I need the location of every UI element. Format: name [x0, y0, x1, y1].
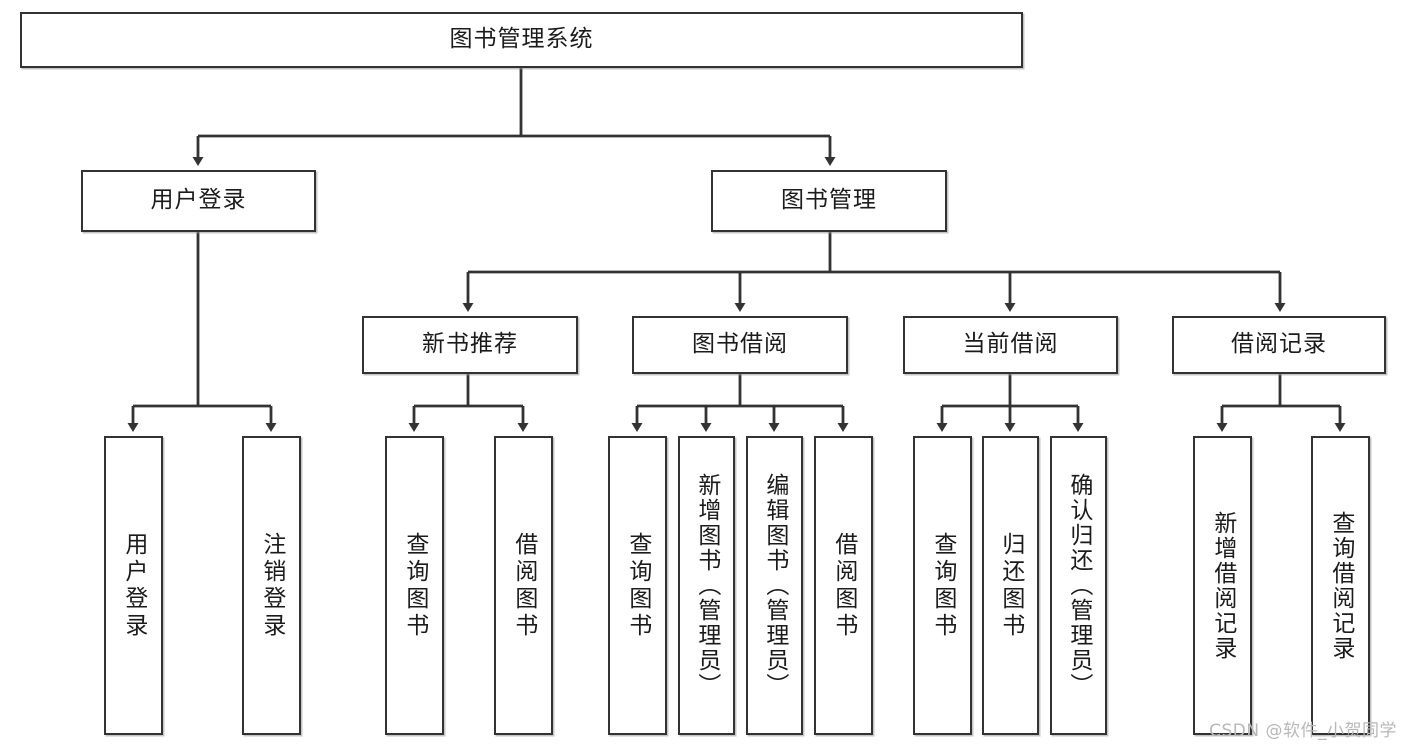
- node-label: 查询借阅记录: [1327, 510, 1354, 661]
- leaf-new-book-query[interactable]: 查询图书: [385, 436, 444, 735]
- node-user-login[interactable]: 用户登录: [81, 170, 316, 232]
- node-label: 图书管理系统: [449, 26, 594, 53]
- leaf-borrow-record-add[interactable]: 新增借阅记录: [1193, 436, 1252, 735]
- leaf-new-book-borrow[interactable]: 借阅图书: [494, 436, 553, 735]
- node-label: 查询图书: [624, 531, 651, 640]
- node-label: 用户登录: [120, 531, 147, 640]
- node-label: 查询图书: [929, 531, 956, 640]
- node-label: 查询图书: [401, 531, 428, 640]
- node-label: 借阅图书: [830, 531, 857, 640]
- node-label: 新增图书（管理员）: [693, 473, 720, 698]
- node-book-borrow[interactable]: 图书借阅: [632, 316, 848, 374]
- csdn-watermark: CSDN @软件_小贺同学: [1209, 721, 1397, 741]
- node-label: 归还图书: [997, 531, 1024, 640]
- node-root-book-management-system[interactable]: 图书管理系统: [20, 12, 1023, 68]
- node-label: 用户登录: [150, 187, 247, 214]
- node-label: 确认归还（管理员）: [1065, 473, 1092, 698]
- leaf-user-login-signin[interactable]: 用户登录: [104, 436, 163, 735]
- leaf-book-borrow-borrow[interactable]: 借阅图书: [814, 436, 873, 735]
- node-current-borrow[interactable]: 当前借阅: [903, 316, 1118, 374]
- leaf-current-borrow-query[interactable]: 查询图书: [913, 436, 972, 735]
- node-label: 图书管理: [781, 187, 877, 214]
- leaf-borrow-record-query[interactable]: 查询借阅记录: [1311, 436, 1370, 735]
- node-label: 借阅图书: [510, 531, 537, 640]
- leaf-book-borrow-add[interactable]: 新增图书（管理员）: [678, 436, 735, 735]
- leaf-book-borrow-edit[interactable]: 编辑图书（管理员）: [746, 436, 803, 735]
- node-label: 图书借阅: [692, 331, 788, 358]
- node-borrow-record[interactable]: 借阅记录: [1172, 316, 1386, 374]
- node-label: 编辑图书（管理员）: [761, 473, 788, 698]
- node-label: 注销登录: [258, 531, 285, 640]
- node-label: 借阅记录: [1231, 331, 1327, 358]
- leaf-current-borrow-return[interactable]: 归还图书: [982, 436, 1039, 735]
- node-label: 新增借阅记录: [1209, 510, 1236, 661]
- leaf-current-borrow-confirm-return[interactable]: 确认归还（管理员）: [1050, 436, 1107, 735]
- node-label: 新书推荐: [422, 331, 518, 358]
- leaf-user-login-signout[interactable]: 注销登录: [242, 436, 301, 735]
- node-label: 当前借阅: [962, 331, 1059, 358]
- leaf-book-borrow-query[interactable]: 查询图书: [608, 436, 667, 735]
- node-new-book-recommend[interactable]: 新书推荐: [362, 316, 578, 374]
- node-book-management[interactable]: 图书管理: [711, 170, 947, 232]
